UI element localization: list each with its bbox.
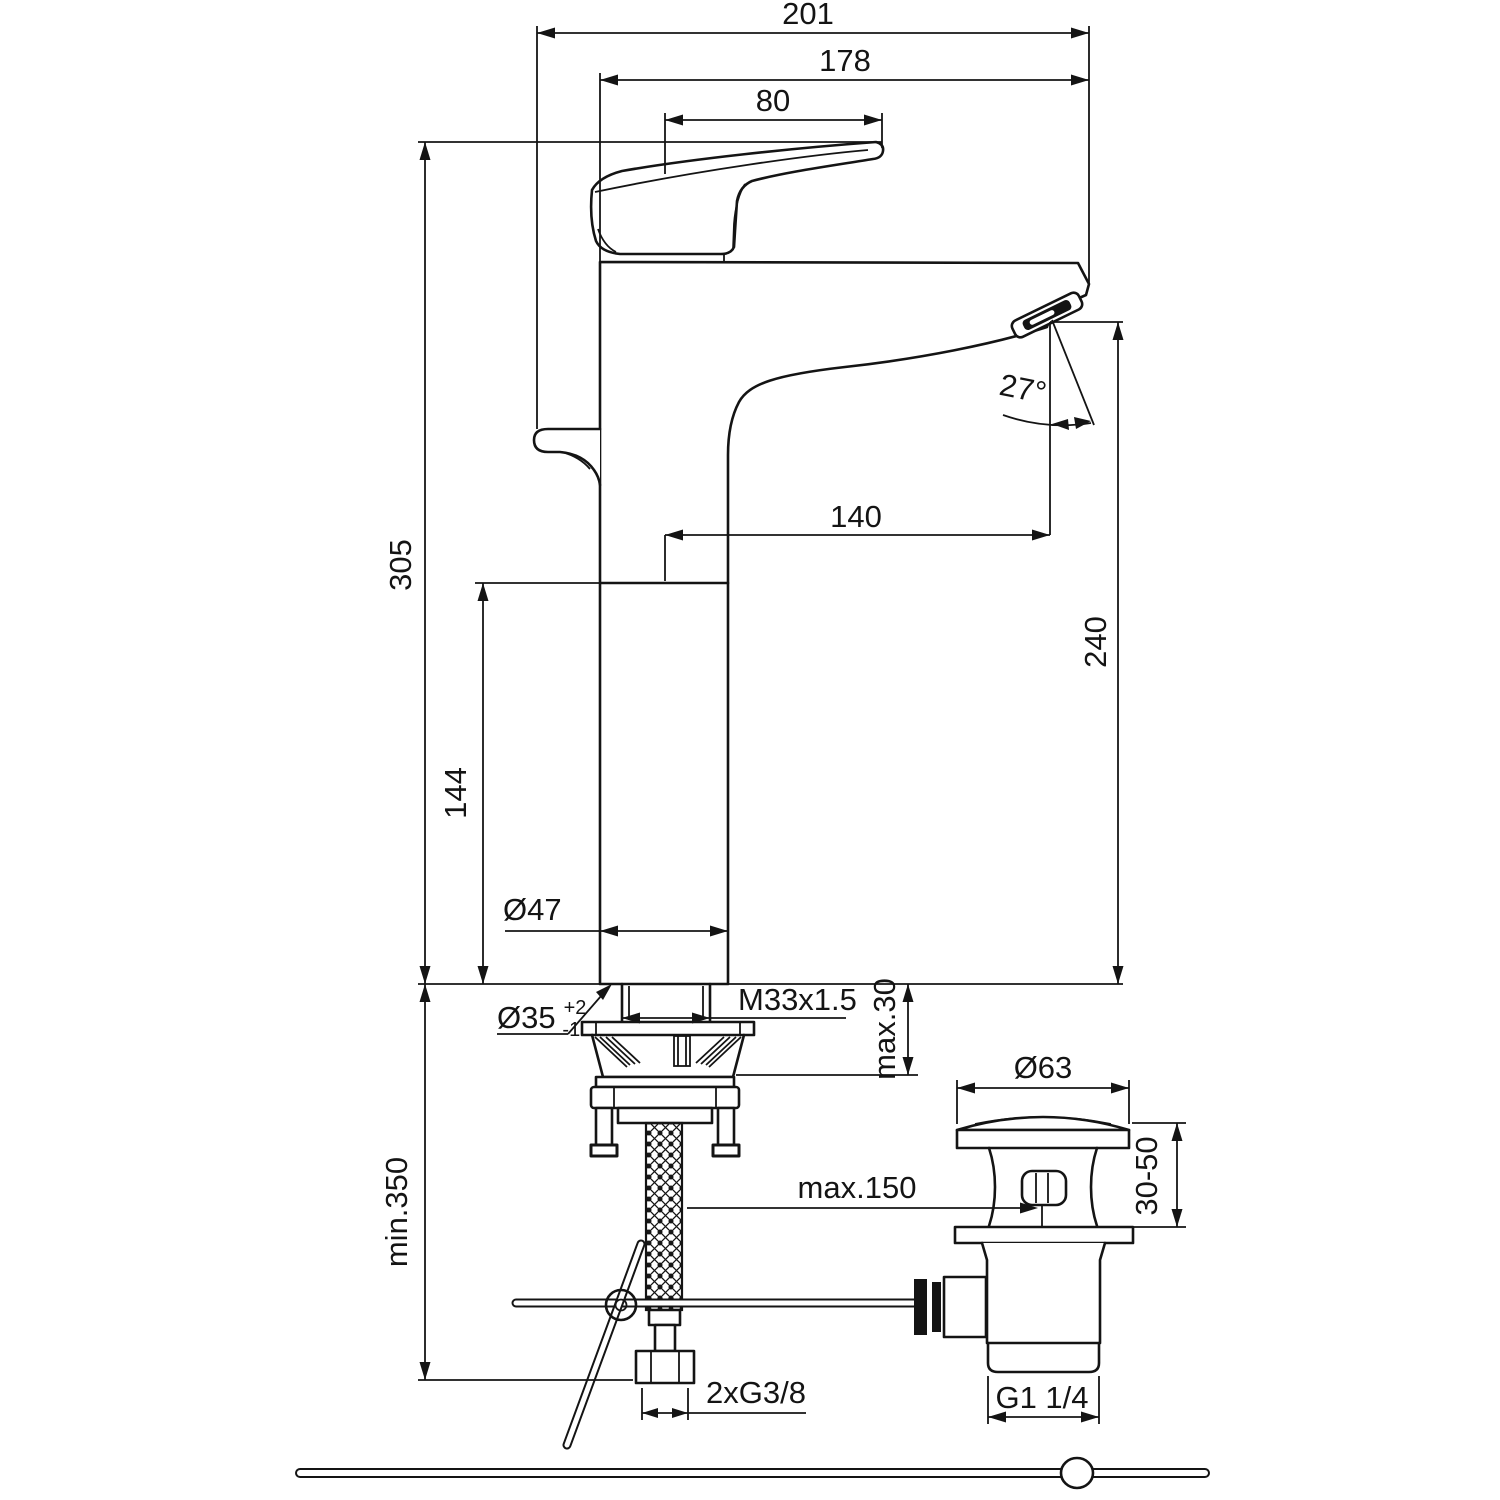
- dim-body-diameter: Ø47: [503, 892, 728, 937]
- aerator: [1010, 291, 1084, 339]
- braided-supply-hose: [644, 1121, 684, 1312]
- lever-handle: [589, 140, 885, 262]
- dim-base-height: 144: [438, 582, 600, 984]
- dim-handle-length-label: 80: [756, 83, 790, 118]
- dim-deck-thickness-label: max.30: [867, 978, 902, 1080]
- lever-base-accent: [597, 228, 617, 253]
- dim-spout-reach: 140: [664, 499, 1050, 581]
- clamp-plate-tabs: [595, 1022, 741, 1035]
- dim-rod-reach: max.150: [687, 1170, 1038, 1214]
- rod-pivot-joint: [604, 1288, 638, 1322]
- stud-right: [716, 1106, 736, 1147]
- dim-upper-width-label: 178: [819, 43, 871, 78]
- dim-shank-thread: M33x1.5: [622, 982, 857, 1024]
- clamp-strut-left: [594, 1036, 641, 1068]
- dim-waste-clamp-range: 30-50: [1129, 1122, 1186, 1228]
- dim-overall-height: 305: [383, 141, 882, 984]
- dim-shank-thread-label: M33x1.5: [738, 982, 857, 1017]
- dim-spout-reach-label: 140: [830, 499, 882, 534]
- dim-hole-diameter: Ø35+2-1: [497, 984, 612, 1041]
- dim-clearance-below-label: min.350: [379, 1157, 414, 1267]
- dim-waste-thread: G1 1/4: [987, 1376, 1100, 1424]
- supply-connector-nut: [634, 1349, 696, 1385]
- dim-spout-height-label: 240: [1078, 616, 1113, 668]
- dim-overall-width: 201: [536, 0, 1090, 429]
- lever-top-accent: [594, 149, 869, 193]
- dim-supply-thread: 2xG3/8: [641, 1375, 806, 1420]
- waste-connector-ring-inner: [932, 1282, 941, 1332]
- dim-base-height-label: 144: [438, 767, 473, 819]
- waste-cap-inner-arc: [974, 1116, 1112, 1125]
- faucet-body: [532, 140, 1091, 986]
- waste-connector-ring-outer: [914, 1279, 927, 1335]
- rod-pivot-screw: [614, 1298, 628, 1312]
- pop-up-linkage: [511, 1239, 919, 1450]
- waste-lower-flange: [953, 1225, 1135, 1245]
- dim-waste-cap-diameter: Ø63: [956, 1050, 1130, 1124]
- dim-overall-height-label: 305: [383, 539, 418, 591]
- dim-spout-angle-label: 27°: [997, 367, 1050, 410]
- overflow-hook-inner: [561, 451, 591, 470]
- clamp-center-slot: [673, 1035, 691, 1067]
- waste-slot-lines: [1035, 1173, 1049, 1227]
- stud-foot-left: [589, 1143, 619, 1158]
- clamp-strut-right: [695, 1036, 742, 1068]
- diagonal-rod-core: [564, 1241, 644, 1448]
- waste-slot: [1020, 1169, 1068, 1207]
- stud-foot-right: [711, 1143, 741, 1158]
- lever-handle-outline: [589, 140, 885, 256]
- clamp-plate: [580, 1020, 756, 1037]
- shank-edges: [620, 982, 712, 1024]
- dim-waste-cap-diameter-label: Ø63: [1014, 1050, 1073, 1085]
- dim-supply-thread-label: 2xG3/8: [706, 1375, 806, 1410]
- dim-waste-clamp-range-label: 30-50: [1129, 1136, 1164, 1215]
- pull-rod-knob: [1059, 1456, 1095, 1490]
- dim-body-diameter-label: Ø47: [503, 892, 562, 927]
- dim-waste-thread-label: G1 1/4: [995, 1380, 1088, 1415]
- dim-rod-reach-label: max.150: [798, 1170, 917, 1205]
- waste-thread-tail: [986, 1341, 1101, 1374]
- waste-body: [980, 1241, 1107, 1345]
- lever-neck-accent: [732, 183, 746, 251]
- lock-nut-facets: [613, 1087, 717, 1108]
- waste-neck-sides: [987, 1146, 1099, 1228]
- hose-tube: [653, 1323, 677, 1353]
- clamp-center-slot-lines: [677, 1036, 687, 1066]
- overflow-hook: [532, 427, 602, 487]
- waste-rod-connector-barrel: [942, 1275, 988, 1339]
- dim-hole-diameter-label: Ø35+2-1: [497, 997, 586, 1041]
- waste-drain: [914, 1115, 1135, 1374]
- dim-overall-width-label: 201: [782, 0, 834, 31]
- dim-upper-width: 178: [599, 43, 1089, 262]
- waste-upper-flange: [955, 1128, 1131, 1150]
- pull-rod-part: [295, 1456, 1210, 1490]
- dim-spout-height: 240: [1050, 321, 1124, 984]
- washer: [594, 1075, 736, 1089]
- stud-left: [594, 1106, 614, 1147]
- nut-base-block: [616, 1106, 714, 1125]
- waste-cap-dome: [955, 1115, 1131, 1132]
- dim-clearance-below: min.350: [379, 984, 633, 1381]
- mounting-hardware: [580, 982, 756, 1385]
- shank-thread-lines: [628, 986, 704, 1020]
- hose-collar: [647, 1308, 682, 1327]
- dim-spout-angle: 27°: [997, 319, 1095, 535]
- supply-nut-facets: [650, 1351, 680, 1383]
- dim-deck-thickness: max.30: [736, 978, 918, 1080]
